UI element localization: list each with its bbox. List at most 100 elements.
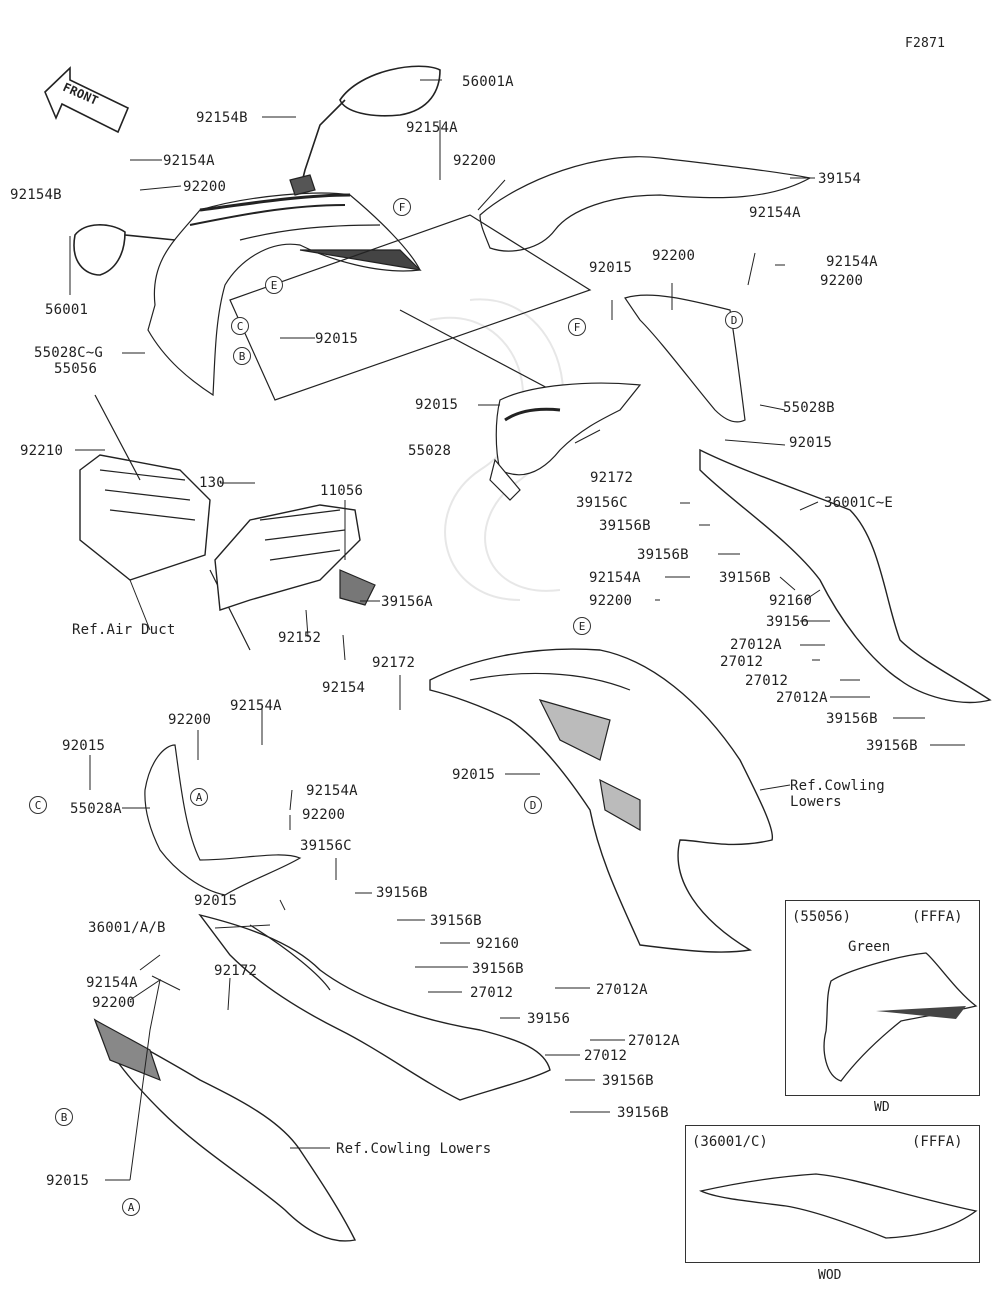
part-label-92015[interactable]: 92015 [415, 397, 459, 413]
part-label-92015[interactable]: 92015 [194, 893, 238, 909]
part-label-55028[interactable]: 55028 [408, 443, 452, 459]
part-label-92154A[interactable]: 92154A [306, 783, 358, 799]
part-label-56001A[interactable]: 56001A [462, 74, 514, 90]
part-label-92200[interactable]: 92200 [652, 248, 696, 264]
part-label-130[interactable]: 130 [199, 475, 225, 491]
part-label-56001[interactable]: 56001 [45, 302, 89, 318]
part-label-92154A[interactable]: 92154A [86, 975, 138, 991]
part-label-39156B[interactable]: 39156B [637, 547, 689, 563]
center-cowling-shape [429, 648, 774, 953]
part-label-27012[interactable]: 27012 [720, 654, 764, 670]
part-label-92154[interactable]: 92154 [322, 680, 366, 696]
inset-wod-caption: WOD [818, 1268, 842, 1283]
part-label-92160[interactable]: 92160 [769, 593, 813, 609]
part-label-39156B[interactable]: 39156B [430, 913, 482, 929]
part-label-92154A[interactable]: 92154A [749, 205, 801, 221]
part-label-36001-A-B[interactable]: 36001/A/B [88, 920, 166, 936]
panel-55028B-shape [624, 294, 746, 423]
ref-air-duct[interactable]: Ref.Air Duct [72, 622, 176, 638]
part-label-39156B[interactable]: 39156B [472, 961, 524, 977]
part-label-11056[interactable]: 11056 [320, 483, 364, 499]
callout-D[interactable]: D [725, 311, 743, 329]
part-label-92154B[interactable]: 92154B [196, 110, 248, 126]
part-label-39156B[interactable]: 39156B [826, 711, 878, 727]
part-label-92015[interactable]: 92015 [589, 260, 633, 276]
callout-C[interactable]: C [29, 796, 47, 814]
part-label-92172[interactable]: 92172 [590, 470, 634, 486]
watermark-logo [429, 298, 565, 601]
part-label-27012A[interactable]: 27012A [730, 637, 782, 653]
inset-wd-caption: WD [874, 1100, 890, 1115]
callout-D[interactable]: D [524, 796, 542, 814]
callout-B[interactable]: B [233, 347, 251, 365]
part-label-92200[interactable]: 92200 [589, 593, 633, 609]
part-label-39156C[interactable]: 39156C [576, 495, 628, 511]
part-label-92015[interactable]: 92015 [452, 767, 496, 783]
inset-wod-part: (36001/C) [692, 1134, 768, 1150]
part-label-92154A[interactable]: 92154A [406, 120, 458, 136]
part-label-27012A[interactable]: 27012A [628, 1033, 680, 1049]
part-label-55028B[interactable]: 55028B [783, 400, 835, 416]
part-label-92200[interactable]: 92200 [183, 179, 227, 195]
lower-cowling-left-shape [93, 1018, 357, 1242]
part-label-92015[interactable]: 92015 [315, 331, 359, 347]
part-label-39156B[interactable]: 39156B [866, 738, 918, 754]
part-label-39156B[interactable]: 39156B [376, 885, 428, 901]
part-label-27012A[interactable]: 27012A [776, 690, 828, 706]
part-label-92172[interactable]: 92172 [372, 655, 416, 671]
inset-wd-part: (55056) [792, 909, 852, 925]
part-label-55056[interactable]: 55056 [54, 361, 98, 377]
part-label-39156B[interactable]: 39156B [617, 1105, 669, 1121]
part-label-92154B[interactable]: 92154B [10, 187, 62, 203]
callout-A[interactable]: A [122, 1198, 140, 1216]
part-label-92200[interactable]: 92200 [302, 807, 346, 823]
part-label-39156[interactable]: 39156 [766, 614, 810, 630]
part-label-39156B[interactable]: 39156B [599, 518, 651, 534]
part-label-92152[interactable]: 92152 [278, 630, 322, 646]
part-label-92210[interactable]: 92210 [20, 443, 64, 459]
part-label-92015[interactable]: 92015 [789, 435, 833, 451]
callout-C[interactable]: C [231, 317, 249, 335]
part-label-27012[interactable]: 27012 [745, 673, 789, 689]
callout-F[interactable]: F [393, 198, 411, 216]
inset-wd-note: Green [848, 939, 891, 955]
part-label-39156A[interactable]: 39156A [381, 594, 433, 610]
part-label-55028A[interactable]: 55028A [70, 801, 122, 817]
part-label-92172[interactable]: 92172 [214, 963, 258, 979]
part-label-39156[interactable]: 39156 [527, 1011, 571, 1027]
windshield-shape [479, 156, 812, 252]
part-label-92200[interactable]: 92200 [820, 273, 864, 289]
callout-A[interactable]: A [190, 788, 208, 806]
air-duct-shape [79, 394, 251, 651]
callout-B[interactable]: B [55, 1108, 73, 1126]
ref-cowling-lowers[interactable]: Ref.Cowling Lowers [790, 778, 885, 810]
part-label-92154A[interactable]: 92154A [163, 153, 215, 169]
part-label-36001C-E[interactable]: 36001C~E [824, 495, 894, 511]
part-label-92154A[interactable]: 92154A [826, 254, 878, 270]
part-label-92200[interactable]: 92200 [453, 153, 497, 169]
part-label-92160[interactable]: 92160 [476, 936, 520, 952]
side-panel-36001AB-shape [198, 913, 551, 1101]
part-label-92015[interactable]: 92015 [46, 1173, 90, 1189]
part-label-39156B[interactable]: 39156B [602, 1073, 654, 1089]
ref-cowling-lowers[interactable]: Ref.Cowling Lowers [336, 1141, 492, 1157]
part-label-92200[interactable]: 92200 [92, 995, 136, 1011]
part-label-55028C-G[interactable]: 55028C~G [34, 345, 104, 361]
part-label-92154A[interactable]: 92154A [230, 698, 282, 714]
part-label-27012A[interactable]: 27012A [596, 982, 648, 998]
callout-E[interactable]: E [265, 276, 283, 294]
part-label-39156B[interactable]: 39156B [719, 570, 771, 586]
callout-E[interactable]: E [573, 617, 591, 635]
part-label-39156C[interactable]: 39156C [300, 838, 352, 854]
callout-F[interactable]: F [568, 318, 586, 336]
part-label-27012[interactable]: 27012 [470, 985, 514, 1001]
part-label-27012[interactable]: 27012 [584, 1048, 628, 1064]
part-label-39154[interactable]: 39154 [818, 171, 862, 187]
part-label-92200[interactable]: 92200 [168, 712, 212, 728]
part-label-92015[interactable]: 92015 [62, 738, 106, 754]
upper-cowl-shape [147, 192, 422, 397]
inner-panel-55028-shape [489, 382, 642, 501]
part-label-92154A[interactable]: 92154A [589, 570, 641, 586]
